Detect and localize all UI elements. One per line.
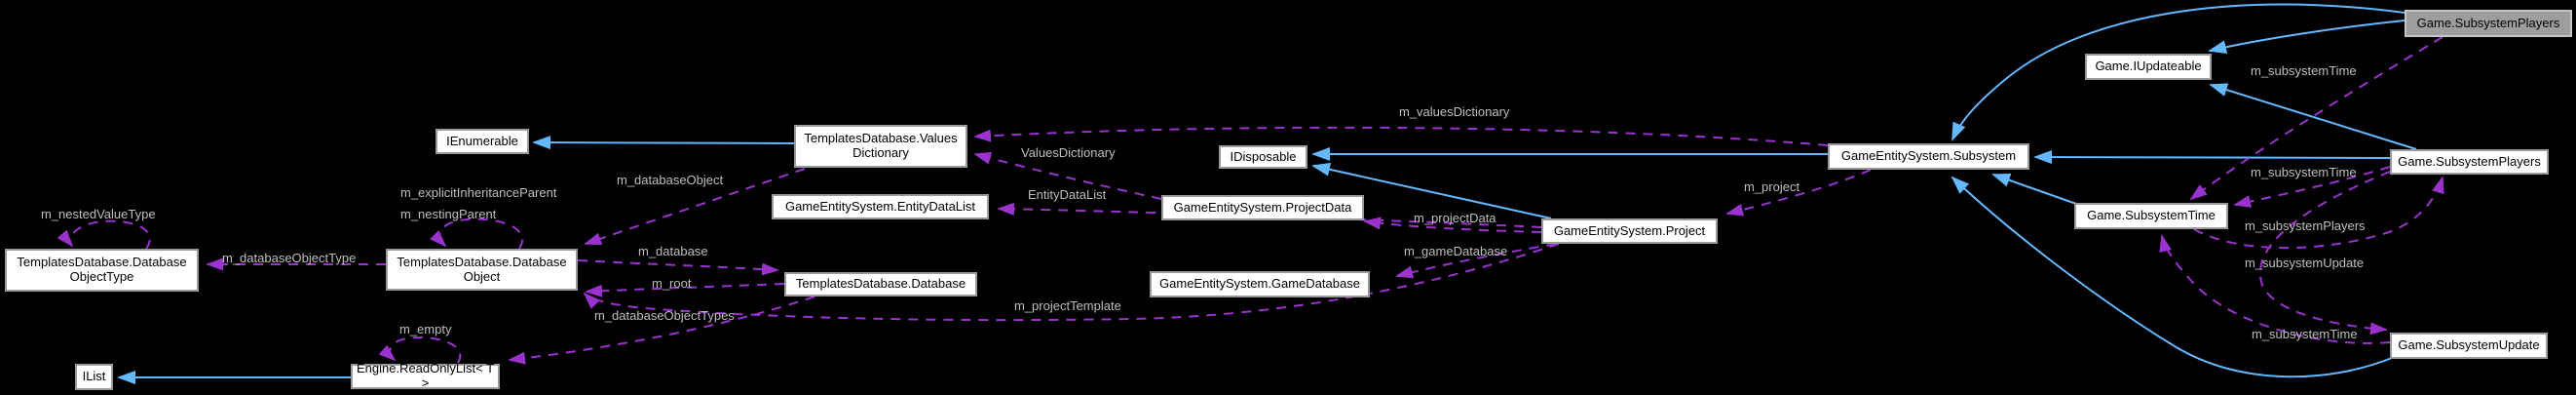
edge-label-m-empty: m_empty	[399, 322, 452, 336]
node-database[interactable]: TemplatesDatabase.Database	[784, 272, 977, 296]
edge-subsystemplayers-main-subsystem	[1951, 3, 2406, 141]
edge-subsystemtime-subsystem	[1991, 174, 2077, 205]
edge-valuesdictionary-ienumerable	[532, 136, 795, 150]
edge-self-nestedvaluetype	[57, 219, 151, 250]
edge-label-m-valuesdictionary: m_valuesDictionary	[1399, 104, 1510, 119]
edge-subsystemplayers-iupdateable	[2209, 83, 2417, 150]
edge-project-entitydatalist	[997, 202, 1542, 228]
edge-databaseobject-database	[577, 259, 779, 276]
edge-self-nestingparent	[430, 217, 523, 250]
edge-label-m-explicitinheritanceparent: m_explicitInheritanceParent	[400, 185, 557, 200]
edge-subsystem-project	[1725, 169, 1872, 217]
edge-subsystemplayers-main-subsystemtime	[2189, 36, 2443, 201]
edge-database-readonlylist	[508, 296, 815, 365]
node-iupdateable[interactable]: Game.IUpdateable	[2085, 54, 2212, 80]
node-ienumerable[interactable]: IEnumerable	[436, 129, 529, 154]
edge-subsystemplayers-subsystem	[2033, 150, 2391, 165]
edge-label-m-database: m_database	[638, 244, 708, 258]
edge-label-m-projecttemplate: m_projectTemplate	[1014, 298, 1121, 313]
node-readonlylist[interactable]: Engine.ReadOnlyList< T >	[351, 362, 500, 390]
node-subsystemupdate[interactable]: Game.SubsystemUpdate	[2390, 333, 2548, 359]
node-subsystemplayers-main[interactable]: Game.SubsystemPlayers	[2405, 10, 2572, 37]
node-subsystemplayers[interactable]: Game.SubsystemPlayers	[2390, 149, 2549, 175]
node-subsystem[interactable]: GameEntitySystem.Subsystem	[1828, 143, 2029, 170]
node-projectdata[interactable]: GameEntitySystem.ProjectData	[1161, 195, 1364, 220]
node-gamedatabase[interactable]: GameEntitySystem.GameDatabase	[1150, 271, 1370, 297]
node-project[interactable]: GameEntitySystem.Project	[1541, 218, 1718, 244]
edge-valuesdictionary-databaseobject	[584, 168, 806, 245]
edge-project-idisposable	[1311, 162, 1552, 219]
edge-label-m-project: m_project	[1744, 179, 1800, 194]
edge-projectdata-valuesdictionary	[973, 151, 1162, 200]
edge-label-m-subsystemplayers: m_subsystemPlayers	[2245, 218, 2366, 233]
node-databaseobjecttype[interactable]: TemplatesDatabase.Database ObjectType	[5, 249, 199, 292]
edge-project-gamedatabase	[1395, 243, 1557, 279]
edge-label-m-subsystemtime-bottom: m_subsystemTime	[2252, 327, 2358, 341]
edge-database-databaseobject	[585, 283, 785, 297]
edge-self-empty	[378, 336, 462, 364]
node-databaseobject[interactable]: TemplatesDatabase.Database Object	[386, 249, 578, 291]
edge-subsystem-valuesdictionary	[973, 126, 1829, 146]
edge-subsystemupdate-subsystemtime	[2159, 234, 2391, 344]
edge-subsystemtime-subsystemplayers	[2193, 176, 2444, 250]
node-idisposable[interactable]: IDisposable	[1219, 145, 1307, 169]
edge-label-m-subsystemtime-mid: m_subsystemTime	[2251, 165, 2357, 179]
edge-label-m-root: m_root	[652, 276, 692, 291]
node-subsystemtime[interactable]: Game.SubsystemTime	[2074, 203, 2228, 229]
node-valuesdictionary[interactable]: TemplatesDatabase.Values Dictionary	[794, 125, 967, 168]
edge-label-entitydatalist-label: EntityDataList	[1028, 187, 1107, 202]
edge-label-m-databaseobjecttype: m_databaseObjectType	[222, 251, 357, 265]
edge-label-m-subsystemupdate: m_subsystemUpdate	[2245, 256, 2365, 270]
edge-label-m-nestedvaluetype: m_nestedValueType	[41, 207, 156, 221]
edge-subsystemplayers-main-iupdateable	[2208, 20, 2406, 55]
edge-label-m-projectdata: m_projectData	[1414, 211, 1496, 225]
edges-group	[57, 3, 2444, 384]
edge-label-m-nestingparent: m_nestingParent	[400, 207, 497, 221]
edge-subsystemplayers-subsystemupdate	[2259, 171, 2391, 336]
node-entitydatalist[interactable]: GameEntitySystem.EntityDataList	[772, 194, 989, 219]
edge-label-valuesdictionary-label: ValuesDictionary	[1021, 145, 1116, 160]
edge-subsystemupdate-subsystem	[1951, 176, 2393, 378]
edge-label-m-subsystemtime-top: m_subsystemTime	[2251, 63, 2357, 78]
edge-label-m-databaseobjecttypes: m_databaseObjectTypes	[594, 308, 735, 323]
node-ilist[interactable]: IList	[75, 364, 113, 390]
edge-label-m-gamedatabase: m_gameDatabase	[1404, 244, 1508, 258]
edge-project-databaseobject	[583, 243, 1560, 322]
edge-label-m-databaseobject: m_databaseObject	[617, 173, 724, 187]
edge-subsystemplayers-subsystemtime	[2233, 166, 2391, 208]
edge-project-projectdata	[1363, 217, 1542, 233]
